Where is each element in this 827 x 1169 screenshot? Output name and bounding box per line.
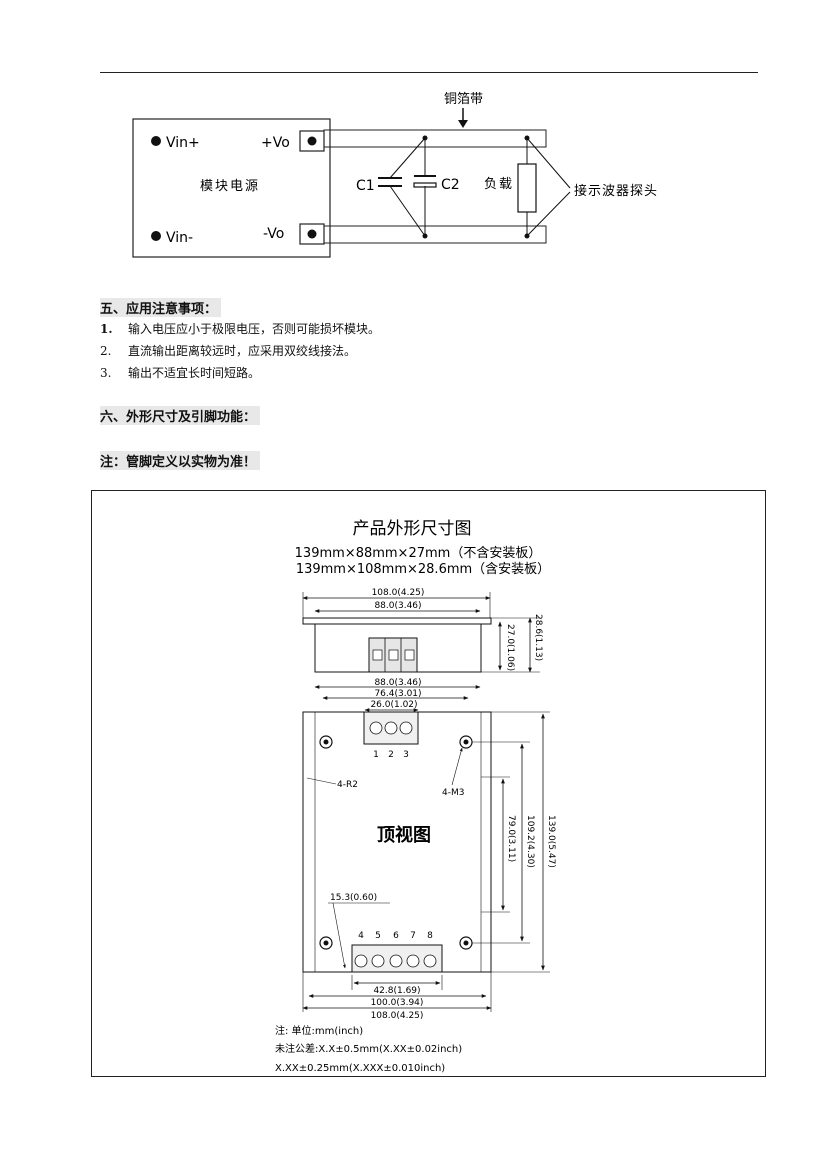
- vo-minus-label: -Vo: [263, 226, 284, 242]
- section-6-title: 六、外形尺寸及引脚功能：: [100, 406, 261, 425]
- list-item: 3. 输出不适宜长时间短路。: [100, 364, 260, 381]
- list-item-text: 输入电压应小于极限电压，否则可能损坏模块。: [128, 322, 381, 336]
- pin-5: 5: [375, 931, 381, 941]
- label-4-r2: 4-R2: [337, 780, 358, 790]
- pin-3: 3: [403, 750, 409, 760]
- foil-arrow: [458, 120, 468, 128]
- list-item: 2. 直流输出距离较远时，应采用双绞线接法。: [100, 342, 356, 359]
- copper-strip-bottom: [323, 225, 547, 244]
- pin-1: 1: [373, 750, 379, 760]
- pin-6: 6: [393, 931, 399, 941]
- foil-label: 铜箔带: [444, 91, 483, 107]
- load-label: 负载: [484, 177, 514, 192]
- list-item-number: 1.: [100, 322, 113, 336]
- dimension-drawing-frame: [91, 490, 766, 1077]
- side-view-plate: [302, 617, 492, 625]
- dim-28-6: 28.6(1.13): [533, 614, 543, 661]
- top-view-plate: [302, 711, 492, 973]
- dim-79: 79.0(3.11): [506, 815, 516, 862]
- dim-42-8: 42.8(1.69): [373, 986, 420, 996]
- top-view-label: 顶视图: [377, 824, 431, 846]
- test-circuit-diagram: Vin+ Vin- +Vo -Vo 模块电源 铜箔带 C1 C2 负载 接示波器…: [132, 91, 658, 258]
- dim-139: 139.0(5.47): [546, 815, 556, 868]
- vo-minus-terminal-dot: [307, 229, 317, 239]
- drawing-note-units: 注: 单位:mm(inch): [275, 1024, 363, 1037]
- list-item: 1. 输入电压应小于极限电压，否则可能损坏模块。: [100, 320, 380, 337]
- dim-108-bottom: 108.0(4.25): [371, 1011, 424, 1021]
- vo-plus-terminal-dot: [307, 136, 317, 146]
- c2-label: C2: [441, 177, 460, 193]
- dim-88-mid: 88.0(3.46): [374, 678, 421, 688]
- module-label: 模块电源: [200, 179, 260, 194]
- dim-109-2: 109.2(4.30): [525, 815, 535, 868]
- pin-8: 8: [427, 931, 433, 941]
- vin-minus-dot: [151, 231, 161, 241]
- list-item-text: 直流输出距离较远时，应采用双绞线接法。: [128, 344, 357, 358]
- list-item-number: 3.: [100, 366, 112, 380]
- dim-100: 100.0(3.94): [371, 998, 424, 1008]
- dim-88-top: 88.0(3.46): [374, 601, 421, 611]
- dim-26: 26.0(1.02): [370, 700, 417, 710]
- copper-strip-top: [323, 129, 547, 148]
- vo-plus-label: +Vo: [261, 135, 290, 151]
- dim-15-3: 15.3(0.60): [330, 893, 377, 903]
- probe-label: 接示波器探头: [574, 183, 658, 199]
- pin-note: 注：管脚定义以实物为准！: [100, 451, 261, 470]
- header-rule: [100, 72, 758, 73]
- dim-76-4: 76.4(3.01): [374, 689, 421, 699]
- drawing-note-tolerance: 未注公差:X.X±0.5mm(X.XX±0.02inch): [275, 1042, 462, 1055]
- module-box: [132, 118, 331, 258]
- list-item-number: 2.: [100, 344, 112, 358]
- drawing-note-tolerance-2: X.XX±0.25mm(X.XXX±0.010inch): [275, 1063, 445, 1074]
- dim-27: 27.0(1.06): [505, 624, 515, 671]
- drawing-title: 产品外形尺寸图: [353, 519, 472, 539]
- vin-plus-label: Vin+: [166, 135, 200, 151]
- label-4-m3: 4-M3: [442, 788, 464, 798]
- c1-label: C1: [356, 178, 375, 194]
- c2-plate-2: [413, 182, 437, 188]
- vin-minus-label: Vin-: [166, 230, 193, 246]
- dim-108-top: 108.0(4.25): [372, 588, 425, 598]
- size-without-plate: 139mm×88mm×27mm（不含安装板）: [295, 545, 542, 561]
- pin-2: 2: [388, 750, 394, 760]
- pin-7: 7: [410, 931, 416, 941]
- vin-plus-dot: [151, 136, 161, 146]
- size-with-plate: 139mm×108mm×28.6mm（含安装板）: [296, 561, 550, 577]
- list-item-text: 输出不适宜长时间短路。: [128, 366, 261, 380]
- pin-4: 4: [358, 931, 364, 941]
- section-5-title: 五、应用注意事项：: [100, 298, 222, 317]
